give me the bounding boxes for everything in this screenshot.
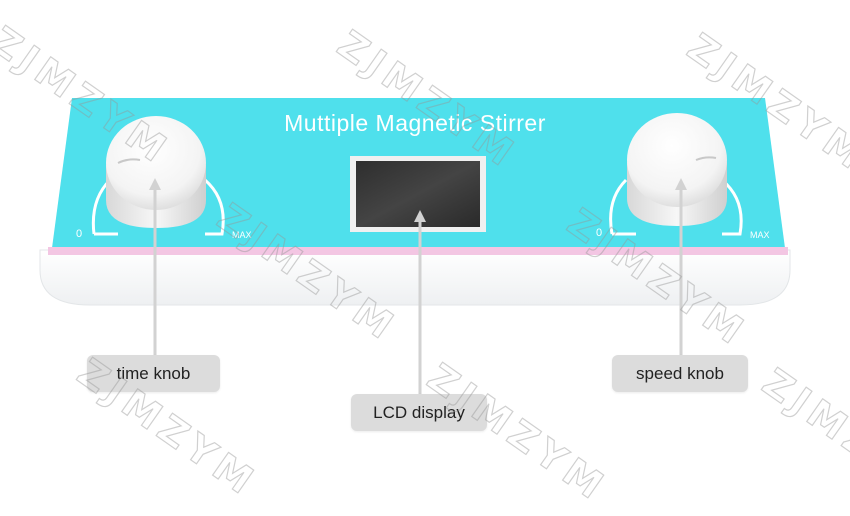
speed-knob[interactable] — [627, 113, 727, 226]
speed-scale-min: 0 — [596, 227, 603, 239]
accent-stripe — [48, 247, 788, 255]
time-scale-min: 0 — [76, 228, 83, 240]
device-title: Muttiple Magnetic Stirrer — [284, 110, 546, 136]
leader-lines — [153, 183, 683, 395]
speed-knob-callout: speed knob — [612, 355, 748, 392]
time-scale-max: MAX — [232, 230, 252, 240]
time-knob[interactable] — [106, 116, 206, 228]
time-knob-callout: time knob — [87, 355, 220, 392]
product-illustration: Muttiple Magnetic Stirrer 0 MAX 0 MAX ti… — [0, 17, 850, 516]
stirrer-device — [39, 98, 791, 395]
speed-scale-max: MAX — [750, 230, 770, 240]
lcd-display-callout: LCD display — [351, 394, 487, 431]
device-base — [39, 249, 791, 306]
